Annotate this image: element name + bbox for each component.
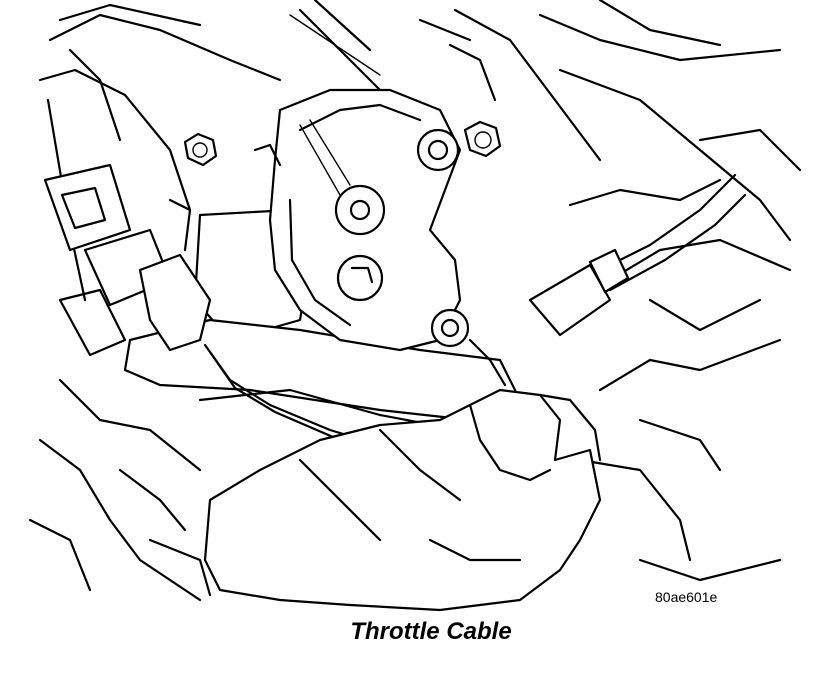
sensor-connector xyxy=(528,248,630,337)
throttle-lever-cam xyxy=(268,88,470,352)
throttle-cable-illustration xyxy=(28,0,802,612)
mounting-bracket xyxy=(43,163,172,357)
figure-code: 80ae601e xyxy=(655,589,718,605)
engine-background-structure xyxy=(28,0,802,602)
hex-bolt-right xyxy=(463,120,502,158)
hex-bolt-left xyxy=(183,132,218,167)
figure-caption: Throttle Cable xyxy=(350,618,512,645)
hand-illustration xyxy=(203,388,602,612)
vacuum-hose-fitting xyxy=(138,143,282,352)
